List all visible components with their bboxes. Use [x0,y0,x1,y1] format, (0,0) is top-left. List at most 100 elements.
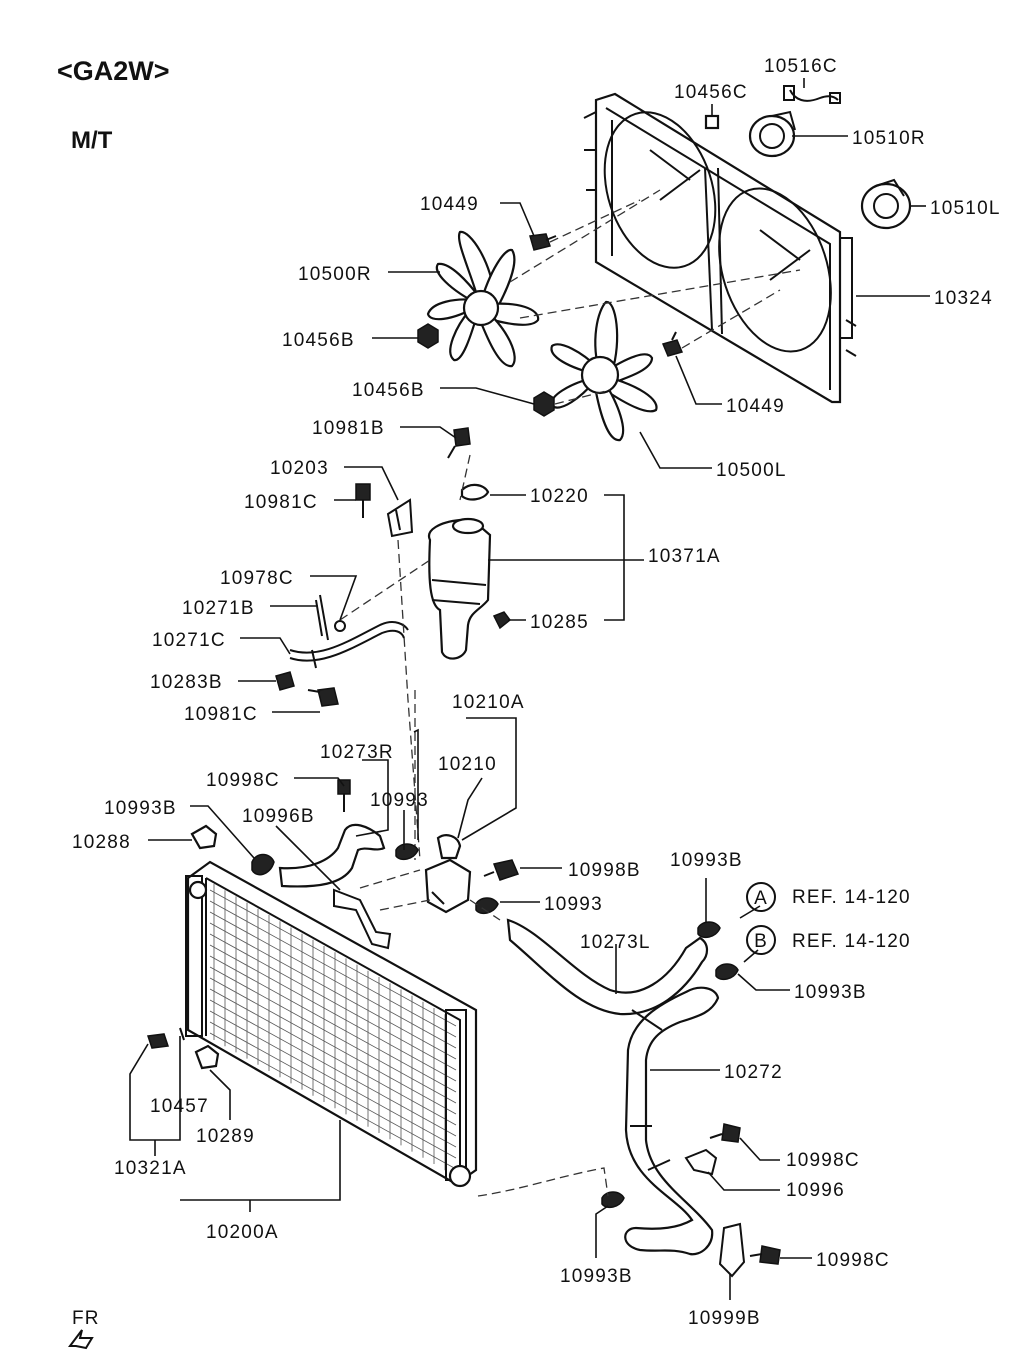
clamp-10993B-ref-a [697,921,721,939]
label-10289: 10289 [196,1126,255,1147]
ref-text-a: REF. 14-120 [792,887,911,908]
bolt-10981B [447,427,471,459]
clamp-10993B-lower [601,1191,625,1209]
fr-label: FR [72,1308,100,1329]
label-10456B-upper: 10456B [282,330,355,351]
label-10273L: 10273L [580,932,651,953]
ref-circle-a [746,882,776,912]
motor-harness-10516C [783,85,841,104]
label-10998C-lower: 10998C [816,1250,890,1271]
label-10271B: 10271B [182,598,255,619]
bracket-10203 [386,498,414,538]
label-10449-upper: 10449 [420,194,479,215]
radiator-10200A [185,860,478,1188]
bolt-10981C-upper [355,483,371,518]
clamp-10993-lower [475,897,499,915]
reservoir-tank-10371A [427,517,492,660]
label-10996: 10996 [786,1180,845,1201]
clip-10285 [492,611,512,630]
fan-motor-10510R [748,110,796,158]
lower-hose-10273L [506,918,709,1016]
label-10998C-mid: 10998C [786,1150,860,1171]
bracket-10996 [684,1148,718,1176]
label-10981C-upper: 10981C [244,492,318,513]
bolt-10981C-lower [307,687,339,707]
cap-10220 [460,483,490,501]
label-10993-lower: 10993 [544,894,603,915]
bolt-10449-lower [661,331,684,357]
bolt-10998C-mid [709,1123,741,1143]
clip-10283B [275,671,295,691]
cap-10288 [190,824,218,850]
bolt-10449-upper [529,233,557,251]
bolt-10998C-upper [337,779,351,812]
label-10996B: 10996B [242,806,315,827]
bracket-10999B [718,1222,746,1278]
clamp-10978C [334,620,346,632]
label-10500R: 10500R [298,264,372,285]
label-10981B: 10981B [312,418,385,439]
label-10500L: 10500L [716,460,787,481]
label-10271C: 10271C [152,630,226,651]
fan-shroud-10324 [583,92,857,404]
transmission-label: M/T [71,127,113,154]
label-10321A: 10321A [114,1158,187,1179]
clamp-10993B-ref-b [715,963,739,981]
fan-10500R [426,230,540,368]
nut-10456B-upper [417,323,439,349]
leader-lines [129,78,930,1300]
overflow-hose-10271 [289,594,409,669]
clamp-10993-upper [395,843,419,861]
label-10457: 10457 [150,1096,209,1117]
label-10210A: 10210A [452,692,525,713]
hose-10272 [624,986,720,1256]
callout-labels: 10516C 10456C 10510R 10510L 10449 10324 … [72,56,1001,1329]
clamp-10993B-upper [251,853,275,876]
nut-10456B-lower [533,391,555,417]
ref-letter-a: A [754,888,768,909]
label-10978C: 10978C [220,568,294,589]
upper-hose-10273R [278,823,386,888]
label-10283B: 10283B [150,672,223,693]
cap-10289 [194,1044,220,1070]
sensor-10998B [483,859,520,881]
label-10516C: 10516C [764,56,838,77]
label-10324: 10324 [934,288,993,309]
label-10993-upper: 10993 [370,790,429,811]
fan-motor-10510L [860,178,912,230]
fan-10500L [550,300,658,442]
ref-circle-b [746,925,776,955]
label-10449-lower: 10449 [726,396,785,417]
label-10285: 10285 [530,612,589,633]
label-10456B-lower: 10456B [352,380,425,401]
label-10203: 10203 [270,458,329,479]
label-10220: 10220 [530,486,589,507]
label-10456C: 10456C [674,82,748,103]
label-10998C-upper: 10998C [206,770,280,791]
label-10210: 10210 [438,754,497,775]
label-10981C-lower: 10981C [184,704,258,725]
label-10510R: 10510R [852,128,926,149]
label-10998B: 10998B [568,860,641,881]
drain-plug-10457 [146,1027,185,1049]
label-10510L: 10510L [930,198,1001,219]
label-10993B-upper: 10993B [104,798,177,819]
front-arrow-icon: FR [68,1308,100,1350]
label-10273R: 10273R [320,742,394,763]
bolt-10998C-lower [749,1245,781,1265]
label-10272: 10272 [724,1062,783,1083]
label-10993B-right: 10993B [794,982,867,1003]
label-10371A: 10371A [648,546,721,567]
bracket-10996B [333,888,392,950]
model-code: <GA2W> [57,56,170,86]
label-10999B: 10999B [688,1308,761,1329]
label-10200A: 10200A [206,1222,279,1243]
ref-text-b: REF. 14-120 [792,931,911,952]
label-10288: 10288 [72,832,131,853]
ref-letter-b: B [754,931,768,952]
water-outlet-10210A [424,834,472,914]
label-10993B-lower: 10993B [560,1266,633,1287]
clip-10456C [704,114,720,130]
label-10993B-ref: 10993B [670,850,743,871]
